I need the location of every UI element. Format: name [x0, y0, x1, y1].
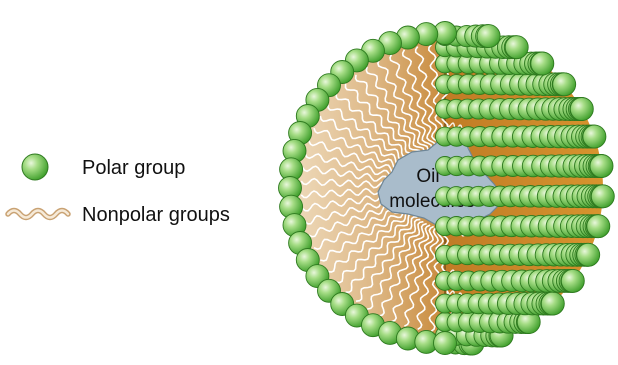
polar-group-head	[434, 332, 457, 355]
polar-group-head	[570, 98, 593, 121]
micelle: Oil molecules	[279, 20, 616, 360]
polar-group-head	[590, 155, 613, 178]
legend-nonpolar-label: Nonpolar groups	[82, 204, 230, 226]
polar-group-head	[583, 125, 606, 148]
polar-group-head	[505, 36, 528, 59]
polar-group-head	[591, 185, 614, 208]
legend-polar-label: Polar group	[82, 157, 185, 179]
polar-group-head	[477, 25, 500, 48]
polar-group-head	[577, 243, 600, 266]
legend: Polar group Nonpolar groups	[8, 154, 230, 226]
polar-group-head	[531, 52, 554, 75]
polar-group-head	[553, 73, 576, 96]
polar-group-icon	[22, 154, 48, 180]
polar-group-head	[541, 292, 564, 315]
polar-group-head	[587, 215, 610, 238]
polar-group-head	[561, 269, 584, 292]
